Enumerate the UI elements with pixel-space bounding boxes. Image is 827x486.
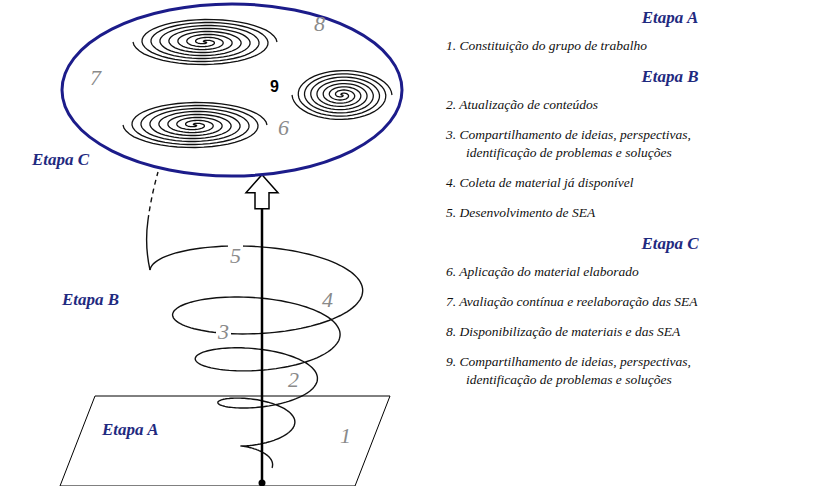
callout-number: 7 (88, 66, 103, 90)
base-plane: Etapa A 1 (60, 396, 390, 486)
callout-number: 1 (338, 424, 353, 448)
spiral-arm (292, 74, 386, 120)
triple-spiral (123, 20, 392, 148)
spiral-tail (147, 220, 150, 270)
helix-line (150, 246, 363, 468)
arrow-shaft (261, 209, 264, 396)
stage-heading: Etapa C (520, 234, 820, 254)
step-item: 9. Compartilhamento de ideias, perspecti… (446, 353, 756, 389)
step-item: 1. Constituição do grupo de trabalho (446, 37, 756, 55)
node-outline (60, 2, 404, 178)
cone-spiral (150, 246, 363, 468)
axis-line (261, 396, 264, 483)
spiral-arm (123, 106, 258, 148)
step-item: 2. Atualização de conteúdos (446, 96, 756, 114)
callout-number: 2 (286, 368, 301, 392)
plane-border (60, 396, 390, 486)
step-item: 4. Coleta de material já disponível (446, 174, 756, 192)
step-item: 3. Compartilhamento de ideias, perspecti… (446, 126, 756, 162)
stage-heading: Etapa B (520, 67, 820, 87)
step-item: 6. Aplicação do material elaborado (446, 263, 756, 281)
ellipse-border (62, 4, 402, 176)
spiral-arm (133, 23, 268, 65)
flow-arrow (246, 175, 278, 396)
callout-number: 5 (228, 244, 243, 268)
callout-number: 3 (216, 320, 231, 344)
callout-number: 9 (270, 78, 279, 96)
step-item: 8. Disponibilização de materiais e das S… (446, 323, 756, 341)
axis-dot (259, 480, 266, 486)
step-item: 5. Desenvolvimento de SEA (446, 204, 756, 222)
top-ellipse: 8796Etapa C (60, 2, 404, 178)
callout-number: 8 (312, 12, 327, 36)
stage-heading: Etapa A (520, 8, 820, 28)
stage-label: Etapa B (62, 290, 119, 310)
stage-label: Etapa C (32, 150, 89, 170)
callout-number: 4 (320, 288, 335, 312)
spiral-dashed-tail (148, 172, 158, 220)
step-item: 7. Avaliação contínua e reelaboração das… (446, 293, 756, 311)
hollow-arrowhead (246, 175, 278, 209)
callout-number: 6 (276, 116, 291, 140)
stage-label: Etapa A (102, 420, 159, 440)
